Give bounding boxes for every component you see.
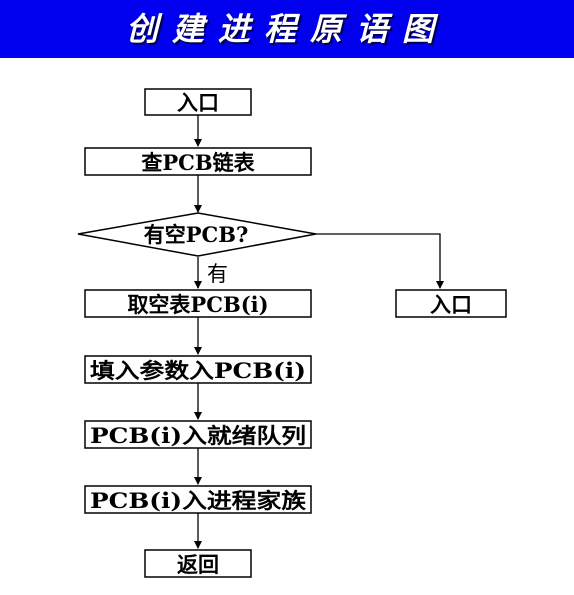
title-banner: 创建进程原语图	[0, 0, 574, 58]
node-join-family: PCB(i)入进程家族	[84, 485, 312, 514]
node-take-pcb-label: 取空表PCB(i)	[127, 292, 268, 317]
banner-title: 创建进程原语图	[125, 10, 448, 48]
node-search-pcb-label: 查PCB链表	[141, 150, 255, 175]
node-enqueue-ready-label: PCB(i)入就绪队列	[90, 423, 306, 448]
node-decision-label: 有空PCB?	[144, 222, 249, 247]
node-entry-label: 入口	[177, 90, 219, 115]
node-return: 返回	[144, 549, 252, 578]
node-entry: 入口	[144, 88, 252, 116]
node-decision: 有空PCB?	[77, 212, 317, 257]
node-fill-params-label: 填入参数入PCB(i)	[90, 358, 306, 383]
edge-yes-label: 有	[207, 262, 228, 286]
node-take-pcb: 取空表PCB(i)	[84, 289, 312, 318]
node-search-pcb: 查PCB链表	[84, 147, 312, 176]
node-enqueue-ready: PCB(i)入就绪队列	[84, 420, 312, 449]
node-return-label: 返回	[177, 552, 219, 577]
edge-decision-no	[316, 233, 444, 289]
node-no-branch: 入口	[395, 289, 507, 318]
node-fill-params: 填入参数入PCB(i)	[84, 355, 312, 384]
node-join-family-label: PCB(i)入进程家族	[90, 488, 307, 513]
node-no-branch-label: 入口	[430, 292, 472, 317]
